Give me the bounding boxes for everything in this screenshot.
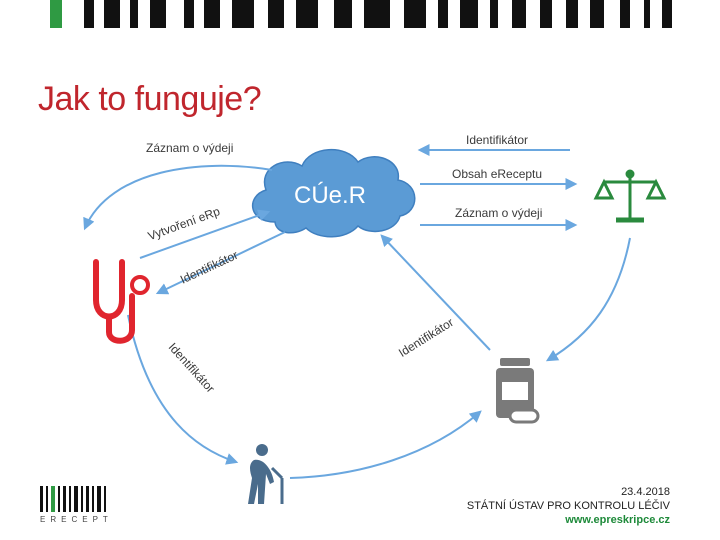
footer-date: 23.4.2018 bbox=[621, 486, 670, 498]
medicine-bottle-icon bbox=[496, 358, 540, 424]
label-obsah-ereceptu: Obsah eReceptu bbox=[452, 167, 543, 181]
stethoscope-icon bbox=[93, 259, 150, 344]
arrow-scales-pharmacy bbox=[545, 237, 631, 362]
arrow-identifikator-pharmacy bbox=[380, 234, 491, 351]
arrow-identifikator-doctor bbox=[155, 231, 286, 295]
footer-logo-text: ERECEPT bbox=[40, 515, 113, 524]
arrow-zaznam-o-vydeji-left bbox=[83, 164, 273, 231]
arrow-patient-pharmacy bbox=[289, 410, 482, 479]
footer-website-link[interactable]: www.epreskripce.cz bbox=[565, 514, 670, 526]
label-identifikator-top: Identifikátor bbox=[466, 133, 529, 147]
top-barcode-strip bbox=[0, 0, 720, 28]
footer-agency: STÁTNÍ ÚSTAV PRO KONTROLU LÉČIV bbox=[466, 500, 670, 512]
arrow-vytvoreni-erp bbox=[139, 209, 271, 259]
arrow-identifikator-patient bbox=[127, 314, 239, 465]
slide-title: Jak to funguje? bbox=[38, 80, 262, 118]
cloud-label: CÚe.R bbox=[293, 182, 366, 209]
erecept-logo-barcode bbox=[40, 486, 106, 512]
label-zaznam-o-vydeji-left: Záznam o výdeji bbox=[146, 141, 234, 155]
elderly-patient-icon bbox=[248, 444, 284, 504]
label-zaznam-o-vydeji-right: Záznam o výdeji bbox=[455, 206, 543, 220]
cuer-cloud-icon bbox=[251, 148, 416, 238]
scales-icon bbox=[593, 169, 667, 223]
